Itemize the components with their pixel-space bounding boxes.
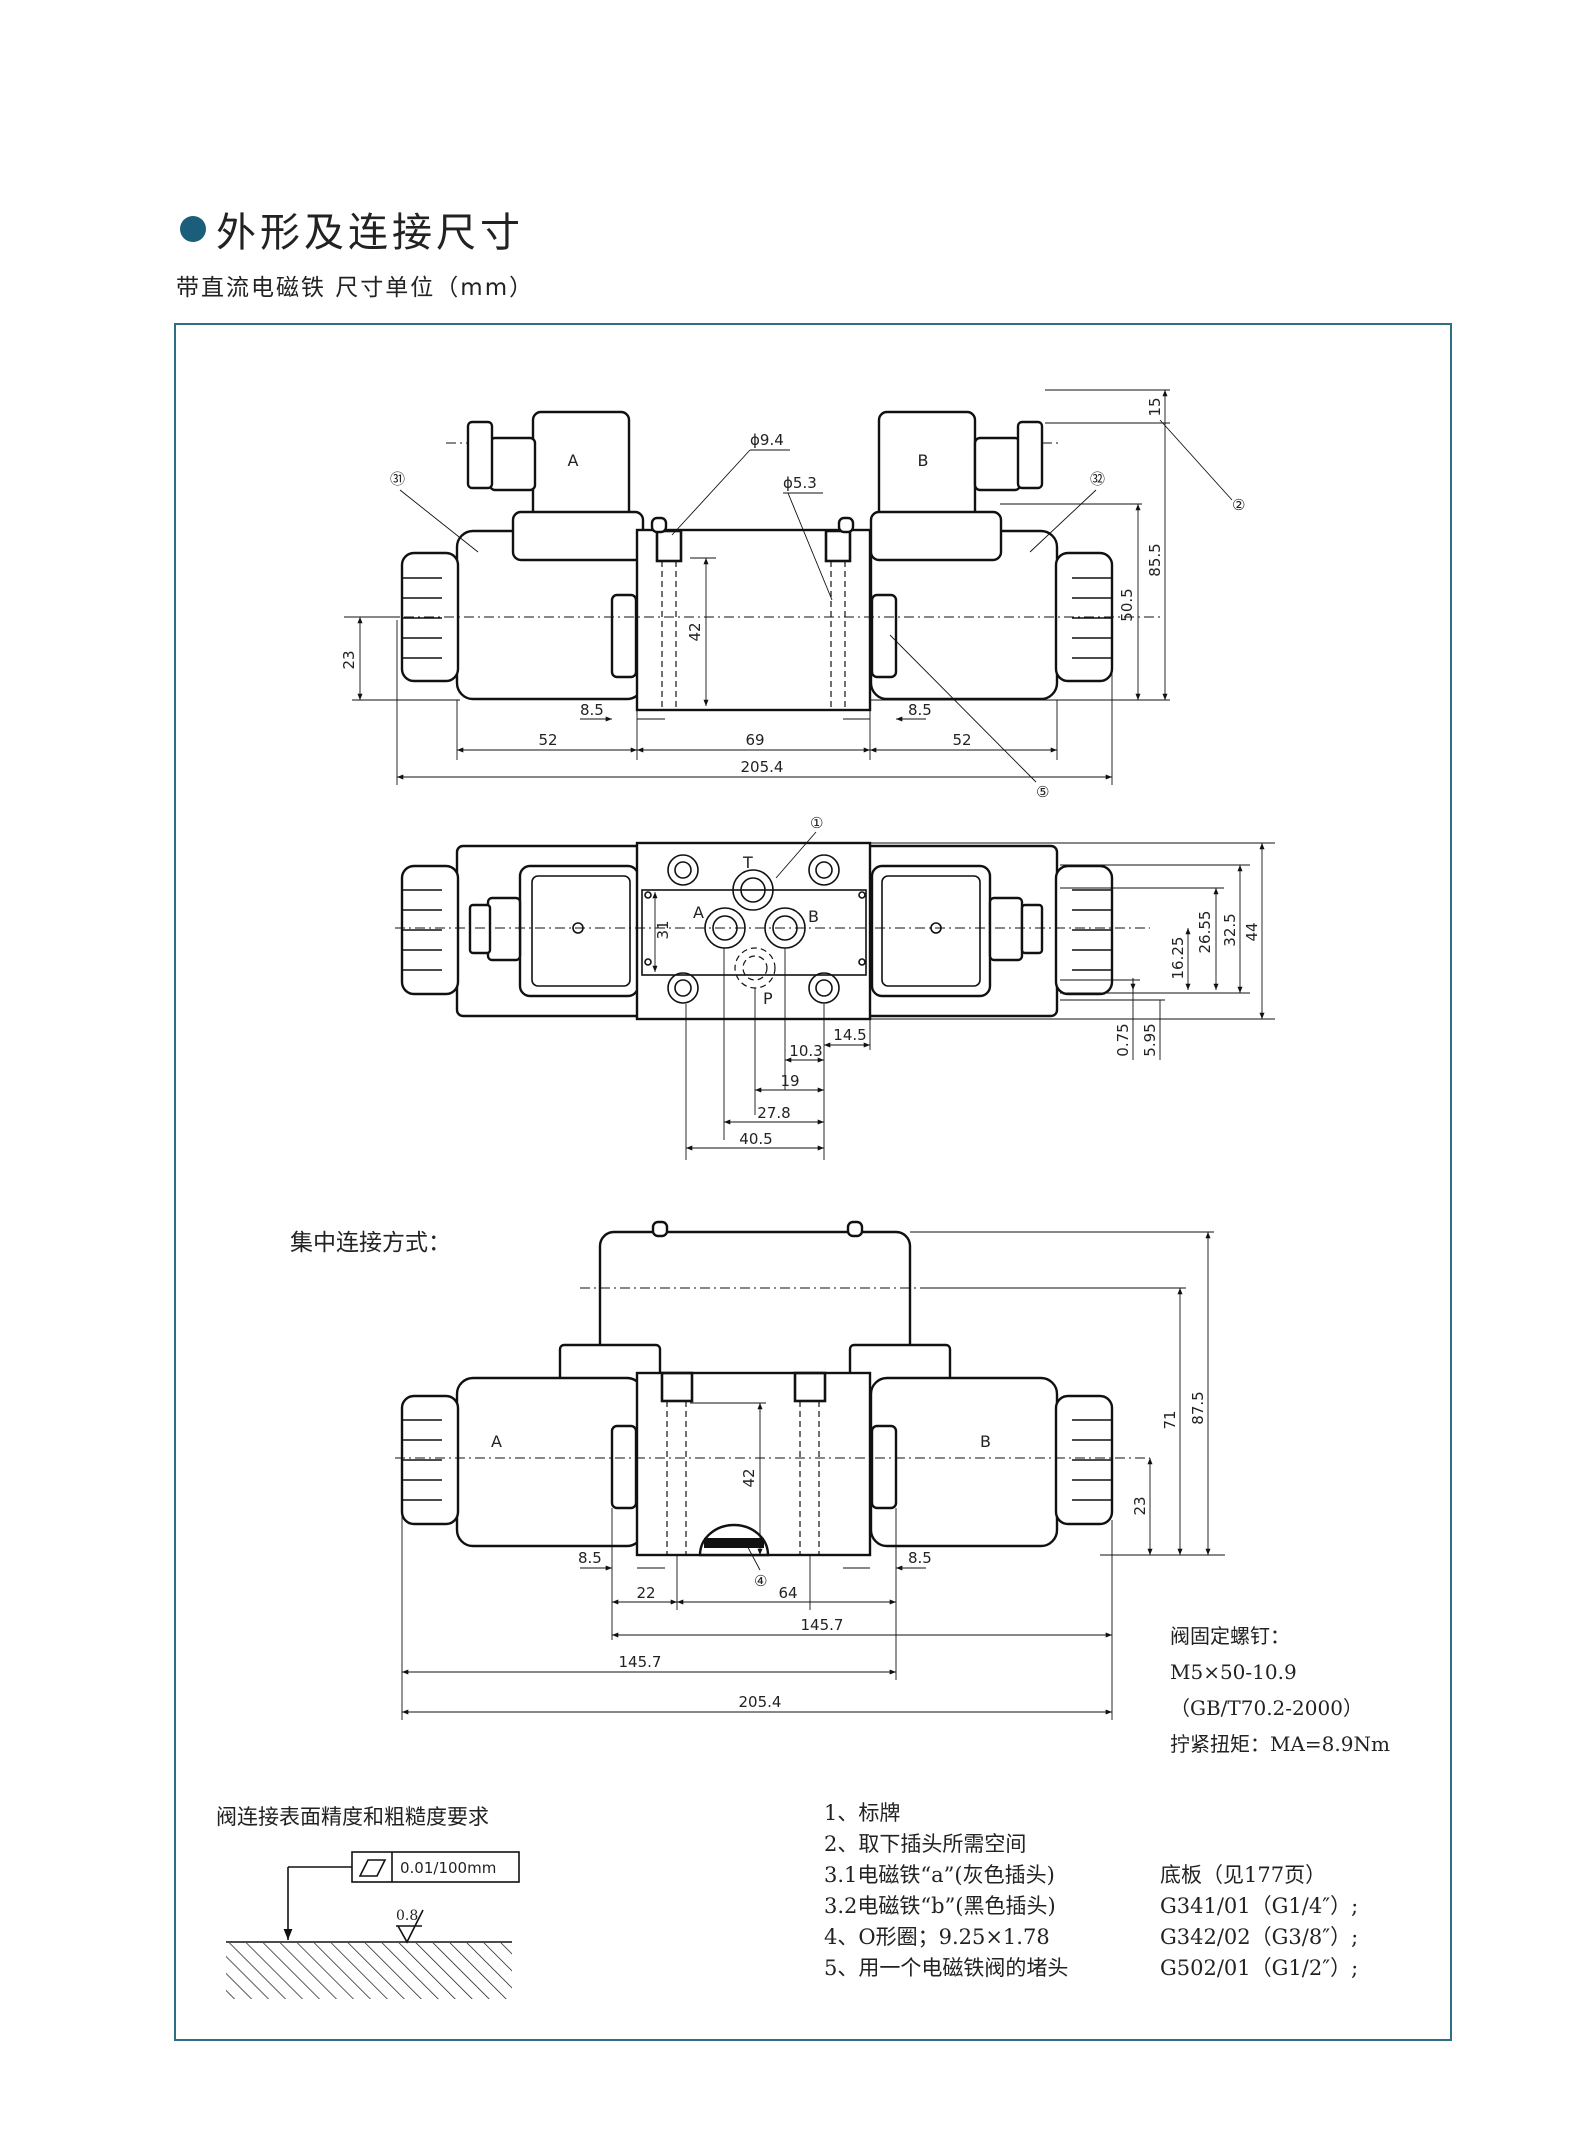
note-item: 5、用一个电磁铁阀的堵头	[824, 1956, 1069, 1980]
dim-145-7-left: 145.7	[619, 1653, 662, 1671]
note-item: 4、O形圈；9.25×1.78	[824, 1925, 1050, 1949]
dim-26-55: 26.55	[1196, 911, 1214, 954]
dim-64: 64	[778, 1584, 797, 1602]
notes-left: 1、标牌 2、取下插头所需空间 3.1电磁铁“a”(灰色插头) 3.2电磁铁“b…	[824, 1798, 1068, 1984]
central-coil-b	[869, 1376, 1059, 1548]
callout-2: ②	[1232, 496, 1245, 514]
dim-27-8: 27.8	[757, 1104, 790, 1122]
dim-85-5: 85.5	[1146, 543, 1164, 576]
dim-8-5-left-central: 8.5	[578, 1549, 602, 1567]
plug-right	[870, 593, 898, 679]
central-coil-b-label: B	[980, 1432, 991, 1451]
central-coil-a-label: A	[491, 1432, 502, 1451]
dim-52-left-top: 52	[538, 731, 557, 749]
central-connection-label: 集中连接方式：	[290, 1230, 451, 1256]
subplate-item: G341/01（G1/4″）;	[1160, 1894, 1359, 1918]
note-item: 3.2电磁铁“b”(黑色插头)	[824, 1894, 1056, 1918]
dim-phi9-4: ϕ9.4	[750, 431, 784, 449]
dim-40-5: 40.5	[739, 1130, 772, 1148]
subplate-item: G502/01（G1/2″）;	[1160, 1956, 1359, 1980]
central-plug-left	[610, 1424, 638, 1510]
bullet-dot-icon	[180, 216, 206, 242]
port-b-label: B	[808, 907, 819, 926]
subplate-item: 底板（见177页）	[1160, 1863, 1327, 1887]
screw-line: （GB/T70.2-2000）	[1170, 1696, 1363, 1720]
connector-base-a	[511, 510, 645, 562]
page-subtitle: 带直流电磁铁 尺寸单位（mm）	[176, 275, 535, 301]
cable-gland-nut-b	[1016, 420, 1044, 490]
dim-52-right-top: 52	[952, 731, 971, 749]
central-view: A B ④ 42 87.5 71 23 8.5 8.5 22 64	[395, 1220, 1225, 1720]
dim-14-5: 14.5	[833, 1026, 866, 1044]
dim-8-5-left-top: 8.5	[580, 701, 604, 719]
dim-42-central: 42	[740, 1468, 758, 1487]
dim-23-top: 23	[340, 650, 358, 669]
port-a-label: A	[693, 903, 704, 922]
dim-15: 15	[1146, 397, 1164, 416]
coil-b-label: B	[918, 451, 929, 470]
cable-gland-nut-a	[466, 420, 494, 490]
dim-0-75: 0.75	[1114, 1023, 1132, 1056]
screw-line: 拧紧扭矩：MA=8.9Nm	[1170, 1732, 1390, 1756]
dim-42-top: 42	[686, 622, 704, 641]
top-view: A B ㉛ ㉜ ② ⑤ ϕ9.4 ϕ5.3 15 85.5 50.5 42	[340, 389, 1245, 801]
callout-32: ㉜	[1090, 470, 1105, 488]
note-item: 1、标牌	[824, 1801, 901, 1825]
cable-gland-b	[973, 436, 1022, 492]
dim-8-5-right-top: 8.5	[908, 701, 932, 719]
plug-left	[610, 593, 638, 679]
dim-44: 44	[1243, 922, 1261, 941]
callout-5: ⑤	[1036, 783, 1049, 801]
screw-spec: 阀固定螺钉： M5×50-10.9 （GB/T70.2-2000） 拧紧扭矩：M…	[1170, 1618, 1390, 1762]
dim-32-5: 32.5	[1221, 913, 1239, 946]
port-p-label: P	[763, 989, 773, 1008]
plan-knob-b	[1054, 864, 1114, 996]
plan-view: T A B P ① 31 44 32.5 26.55 16.25 0.75 5.…	[395, 814, 1275, 1160]
dim-16-25: 16.25	[1169, 937, 1187, 980]
dim-8-5-right-central: 8.5	[908, 1549, 932, 1567]
dim-87-5: 87.5	[1189, 1391, 1207, 1424]
dim-205-4-central: 205.4	[739, 1693, 782, 1711]
surface-title: 阀连接表面精度和粗糙度要求	[216, 1805, 489, 1829]
flatness-icon	[358, 1859, 387, 1877]
callout-4: ④	[754, 1572, 767, 1590]
cable-gland-a	[488, 436, 537, 492]
callout-1: ①	[810, 814, 823, 832]
dim-5-95: 5.95	[1141, 1023, 1159, 1056]
subplate-item: G342/02（G3/8″）;	[1160, 1925, 1359, 1949]
screw-line: M5×50-10.9	[1170, 1660, 1297, 1684]
dim-22: 22	[636, 1584, 655, 1602]
dim-205-4-top: 205.4	[741, 758, 784, 776]
central-knob-a	[400, 1394, 460, 1526]
dim-10-3: 10.3	[789, 1042, 822, 1060]
tolerance-value: 0.01/100mm	[400, 1859, 496, 1877]
dim-phi5-3: ϕ5.3	[783, 474, 817, 492]
screw-line: 阀固定螺钉：	[1170, 1624, 1290, 1648]
note-item: 3.1电磁铁“a”(灰色插头)	[824, 1863, 1055, 1887]
section-header: 外形及连接尺寸	[180, 200, 524, 258]
roughness-value: 0.8	[396, 1908, 418, 1924]
plan-knob-a	[400, 864, 460, 996]
dim-31: 31	[654, 920, 672, 939]
dim-71: 71	[1161, 1410, 1179, 1429]
dim-145-7-right: 145.7	[801, 1616, 844, 1634]
port-t	[732, 869, 774, 911]
surface-requirement: 阀连接表面精度和粗糙度要求 0.01/100mm 0.8	[216, 1805, 520, 1999]
callout-31: ㉛	[390, 470, 405, 488]
valve-body	[635, 528, 872, 712]
central-knob-b	[1054, 1394, 1114, 1526]
port-t-label: T	[742, 853, 753, 872]
connector-base-b	[869, 510, 1003, 562]
dim-19: 19	[780, 1072, 799, 1090]
dim-69-top: 69	[745, 731, 764, 749]
note-item: 2、取下插头所需空间	[824, 1832, 1027, 1856]
drawing-frame	[174, 323, 1452, 2041]
notes-right: 底板（见177页） G341/01（G1/4″）; G342/02（G3/8″）…	[1160, 1860, 1358, 1984]
page-title: 外形及连接尺寸	[216, 210, 524, 256]
coil-a-label: A	[568, 451, 579, 470]
dim-50-5: 50.5	[1118, 588, 1136, 621]
central-plug-right	[870, 1424, 898, 1510]
dim-23-central: 23	[1131, 1496, 1149, 1515]
